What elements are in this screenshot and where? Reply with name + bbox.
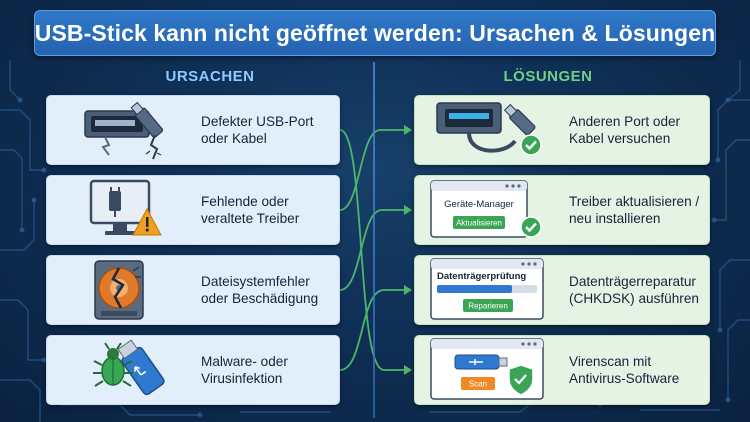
damaged-disk-icon: [47, 255, 187, 325]
causes-heading: URSACHEN: [165, 68, 255, 85]
disk-repair-window-icon: Datenträgerprüfung Reparieren: [415, 255, 555, 325]
cause-label-line1: Defekter USB-Port: [201, 114, 314, 129]
cause-label: Malware- oder Virusinfektion: [187, 353, 288, 387]
solution-label-line1: Virenscan mit: [569, 354, 652, 369]
title-banner: USB-Stick kann nicht geöffnet werden: Ur…: [34, 10, 716, 56]
solution-label: Anderen Port oder Kabel versuchen: [555, 113, 680, 147]
device-manager-window-icon: Geräte-Manager Aktualisieren: [415, 175, 555, 245]
solution-label-line2: Antivirus-Software: [569, 371, 680, 386]
column-divider: [373, 62, 375, 418]
antivirus-scan-window-icon: Scan: [415, 335, 555, 405]
monitor-warning-icon: [47, 175, 187, 245]
solution-label-line2: (CHKDSK) ausführen: [569, 291, 699, 306]
solution-label-line1: Treiber aktualisieren /: [569, 194, 700, 209]
cause-card-usb-port: Defekter USB-Port oder Kabel: [46, 95, 340, 165]
solution-card-antivirus: Scan Virenscan mit Antivirus-Software: [414, 335, 710, 405]
cause-label-line1: Malware- oder: [201, 354, 288, 369]
scan-button-label: Scan: [469, 380, 487, 389]
solution-card-chkdsk: Datenträgerprüfung Reparieren Datenträge…: [414, 255, 710, 325]
solution-label-line1: Anderen Port oder: [569, 114, 681, 129]
solutions-heading: LÖSUNGEN: [503, 68, 593, 85]
solution-label: Treiber aktualisieren / neu installieren: [555, 193, 699, 227]
usb-port-check-icon: [415, 95, 555, 165]
cause-label: Fehlende oder veraltete Treiber: [187, 193, 299, 227]
cause-label-line2: oder Beschädigung: [201, 291, 319, 306]
solution-label-line1: Datenträgerreparatur: [569, 274, 696, 289]
solution-label-line2: neu installieren: [569, 211, 661, 226]
cause-label: Dateisystemfehler oder Beschädigung: [187, 273, 318, 307]
solution-label: Datenträgerreparatur (CHKDSK) ausführen: [555, 273, 699, 307]
cause-card-filesystem: Dateisystemfehler oder Beschädigung: [46, 255, 340, 325]
cause-label-line1: Fehlende oder: [201, 194, 289, 209]
page-title: USB-Stick kann nicht geöffnet werden: Ur…: [34, 19, 716, 46]
solution-label: Virenscan mit Antivirus-Software: [555, 353, 679, 387]
cause-label-line2: oder Kabel: [201, 131, 267, 146]
cause-label-line1: Dateisystemfehler: [201, 274, 310, 289]
bug-usb-icon: [47, 335, 187, 405]
disk-check-progress: [437, 285, 512, 293]
cause-label-line2: veraltete Treiber: [201, 211, 300, 226]
solution-card-drivers: Geräte-Manager Aktualisieren Treiber akt…: [414, 175, 710, 245]
disk-check-title: Datenträgerprüfung: [437, 271, 526, 282]
cause-label: Defekter USB-Port oder Kabel: [187, 113, 314, 147]
update-button-label: Aktualisieren: [456, 219, 502, 228]
broken-usb-cable-icon: [47, 95, 187, 165]
repair-button-label: Reparieren: [468, 302, 508, 311]
cause-label-line2: Virusinfektion: [201, 371, 283, 386]
device-manager-title: Geräte-Manager: [444, 199, 514, 210]
cause-card-malware: Malware- oder Virusinfektion: [46, 335, 340, 405]
solution-card-other-port: Anderen Port oder Kabel versuchen: [414, 95, 710, 165]
solution-label-line2: Kabel versuchen: [569, 131, 671, 146]
cause-card-drivers: Fehlende oder veraltete Treiber: [46, 175, 340, 245]
